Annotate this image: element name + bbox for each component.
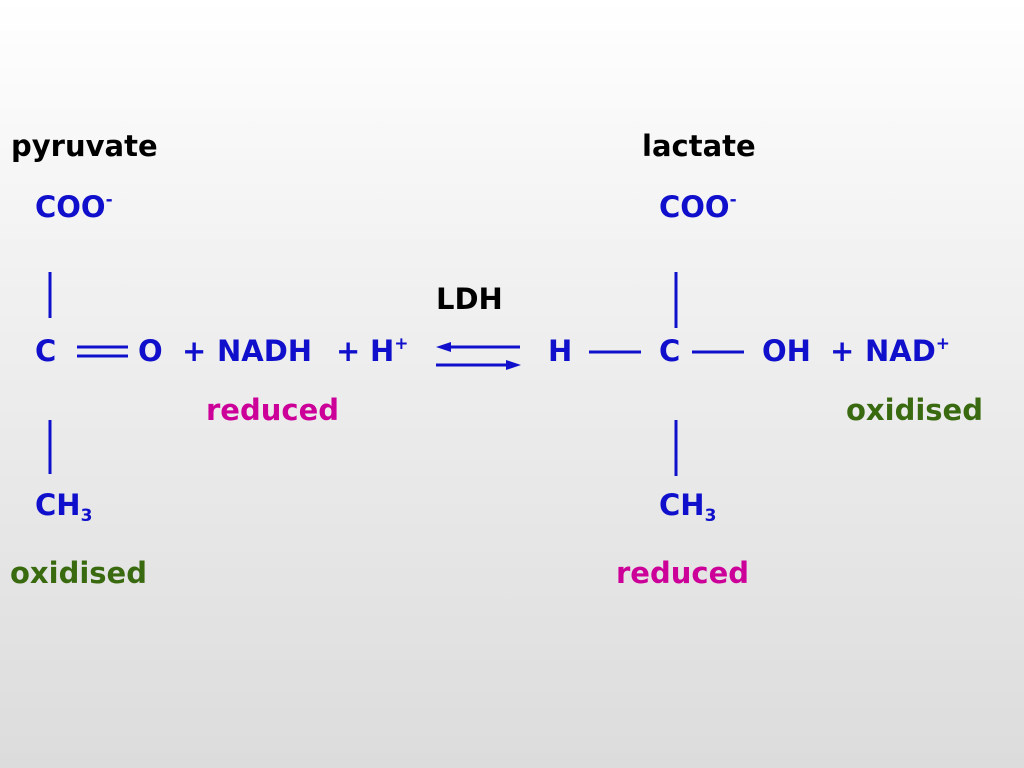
lactate-label: lactate — [642, 129, 756, 163]
pyruvate-state-label: oxidised — [10, 556, 147, 590]
right-plus: + — [830, 334, 855, 368]
lactate-carboxylate: COO- — [659, 190, 737, 224]
proton-h-text: H — [370, 334, 395, 368]
lactate-ch-subscript: 3 — [704, 506, 717, 526]
enzyme-label: LDH — [436, 282, 503, 316]
pyruvate-oxygen: O — [138, 334, 163, 368]
pyruvate-label: pyruvate — [11, 129, 158, 163]
lactate-ch-text: CH — [659, 488, 705, 522]
nad-label: NAD+ — [865, 334, 951, 368]
pyruvate-ch-text: CH — [35, 488, 81, 522]
proton-label: H+ — [370, 334, 409, 368]
nadh-label: NADH — [217, 334, 313, 368]
lactate-hydrogen: H — [548, 334, 573, 368]
proton-charge: + — [394, 334, 409, 354]
pyruvate-methyl: CH3 — [35, 488, 92, 525]
equilibrium-arrow-icon — [436, 342, 521, 370]
nad-charge: + — [935, 334, 951, 354]
nadh-state-label: reduced — [206, 393, 339, 427]
lactate-state-label: reduced — [616, 556, 749, 590]
lactate-coo-charge: - — [729, 190, 737, 210]
left-plus-2: + — [336, 334, 361, 368]
lactate-coo-text: COO — [659, 190, 730, 224]
nad-state-label: oxidised — [846, 393, 983, 427]
lactate-carbon: C — [659, 334, 681, 368]
pyruvate-carboxylate: COO- — [35, 190, 113, 224]
lactate-hydroxyl: OH — [762, 334, 811, 368]
pyruvate-coo-charge: - — [105, 190, 113, 210]
pyruvate-ch-subscript: 3 — [80, 506, 93, 526]
nad-text: NAD — [865, 334, 936, 368]
left-plus-1: + — [182, 334, 207, 368]
lactate-methyl: CH3 — [659, 488, 716, 525]
pyruvate-carbon: C — [35, 334, 57, 368]
pyruvate-coo-text: COO — [35, 190, 106, 224]
